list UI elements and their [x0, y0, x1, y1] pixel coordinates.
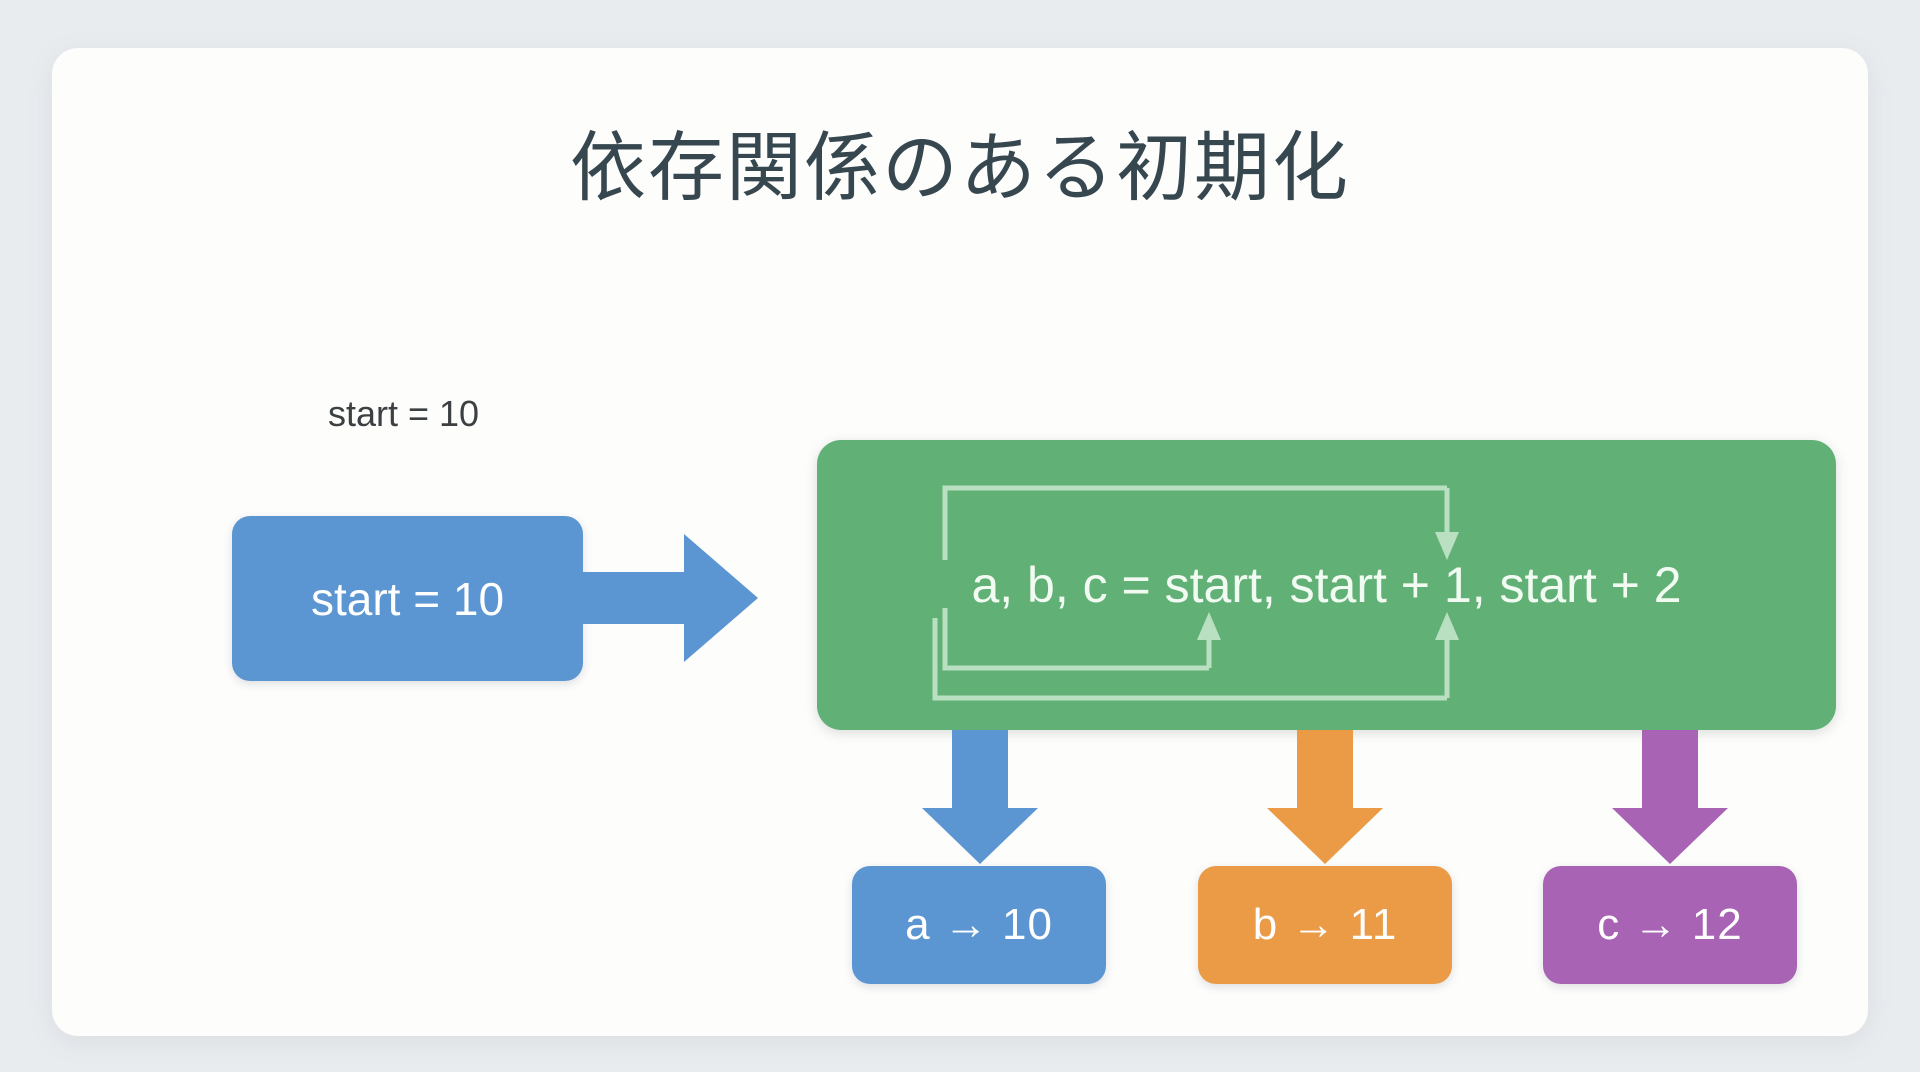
flow-arrow-down-c-icon: [1612, 730, 1728, 864]
dependency-wires-icon: [932, 485, 1459, 701]
start-value-box[interactable]: start = 10: [232, 516, 583, 681]
start-caption-label: start = 10: [327, 393, 480, 434]
flow-arrow-right-icon: [580, 534, 758, 662]
page-title: 依存関係のある初期化: [570, 126, 1350, 211]
assignment-expression-text: a, b, c = start, start + 1, start + 2: [971, 557, 1682, 613]
assignment-expression-box[interactable]: a, b, c = start, start + 1, start + 2: [817, 440, 1836, 730]
result-box-a[interactable]: a → 10: [852, 866, 1106, 984]
result-box-b[interactable]: b → 11: [1198, 866, 1452, 984]
result-box-c[interactable]: c → 12: [1543, 866, 1797, 984]
slide-card: 依存関係のある初期化 start = 10 start = 10 a, b, c…: [52, 48, 1868, 1036]
flow-arrow-down-a-icon: [922, 730, 1038, 864]
flow-arrow-down-b-icon: [1267, 730, 1383, 864]
